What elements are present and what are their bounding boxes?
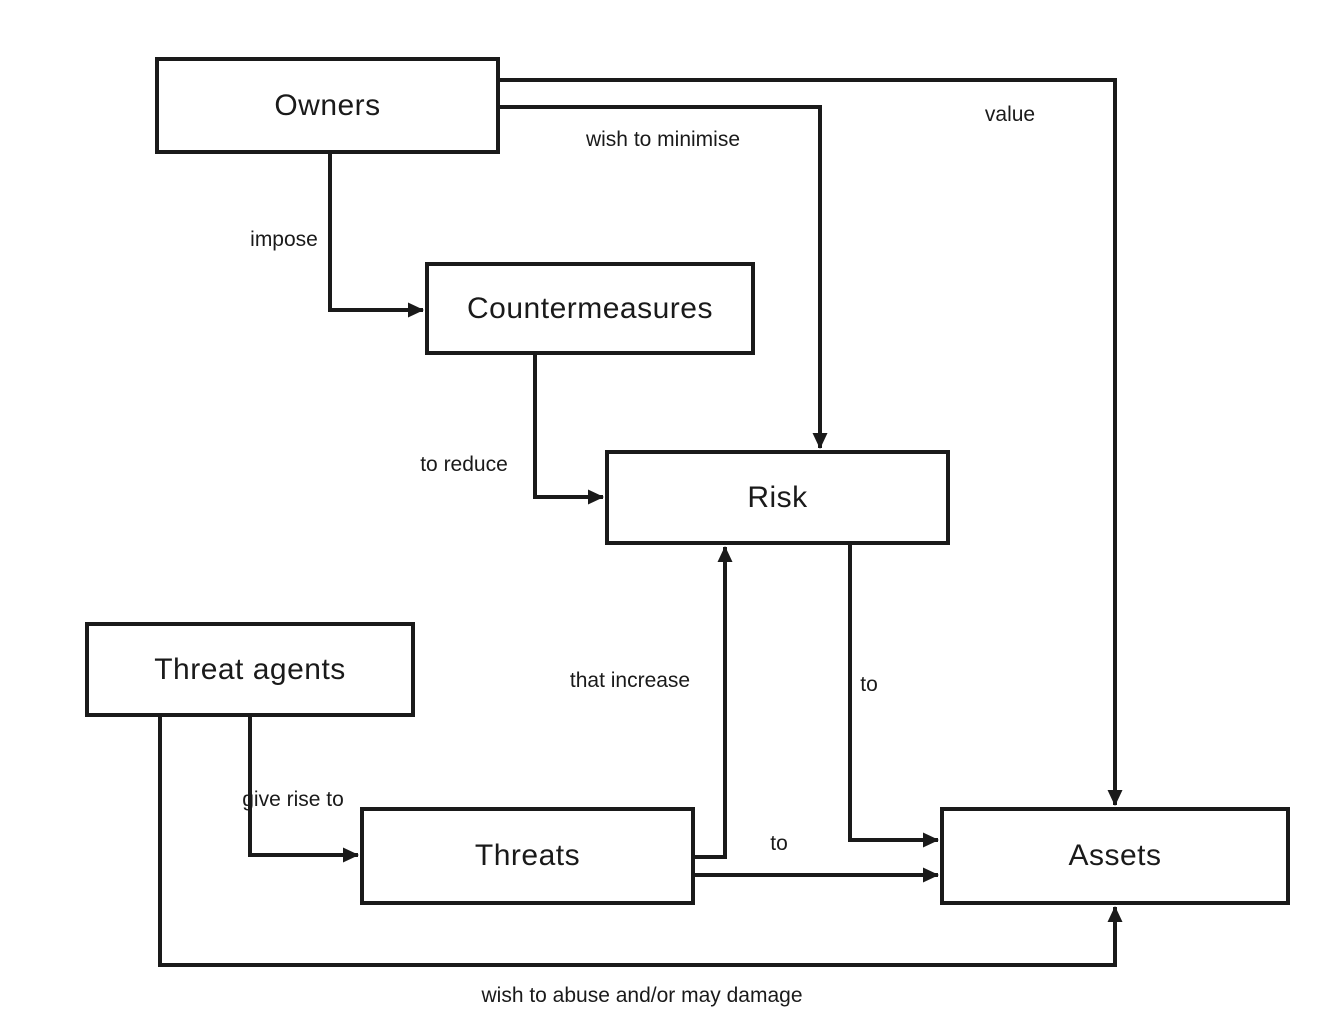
edge-label-to-reduce: to reduce <box>420 453 508 476</box>
edge-wish-to-abuse-arrow <box>158 717 1123 967</box>
node-threat-agents-label: Threat agents <box>154 652 346 686</box>
edge-wish-to-minimise-arrow <box>500 105 828 449</box>
edge-label-impose: impose <box>250 228 318 251</box>
node-countermeasures-label: Countermeasures <box>467 291 713 325</box>
node-owners: Owners <box>155 57 500 154</box>
node-risk-label: Risk <box>747 480 808 514</box>
edge-to-reduce-arrow <box>533 355 604 505</box>
edge-that-increase-arrow <box>695 546 733 859</box>
node-threat-agents: Threat agents <box>85 622 415 717</box>
edge-label-risk-to: to <box>860 673 878 696</box>
edge-label-that-increase: that increase <box>569 669 691 692</box>
node-assets-label: Assets <box>1068 839 1162 872</box>
edge-value-arrow <box>500 78 1123 806</box>
edge-label-threats-to: to <box>770 832 788 855</box>
edge-label-give-rise-to: give rise to <box>242 788 344 811</box>
edge-impose-arrow <box>328 154 424 318</box>
edge-give-rise-to-arrow <box>248 717 359 863</box>
node-threats: Threats <box>360 807 695 905</box>
node-risk: Risk <box>605 450 950 545</box>
node-threats-label: Threats <box>474 839 581 872</box>
edge-label-wish-to-minimise: wish to minimise <box>585 128 741 151</box>
node-assets: Assets <box>940 807 1290 905</box>
edge-label-wish-to-abuse: wish to abuse and/or may damage <box>481 984 803 1007</box>
edge-risk-to-assets-arrow <box>848 545 939 848</box>
edge-label-value: value <box>984 103 1036 126</box>
node-owners-label: Owners <box>274 88 381 122</box>
node-countermeasures: Countermeasures <box>425 262 755 355</box>
